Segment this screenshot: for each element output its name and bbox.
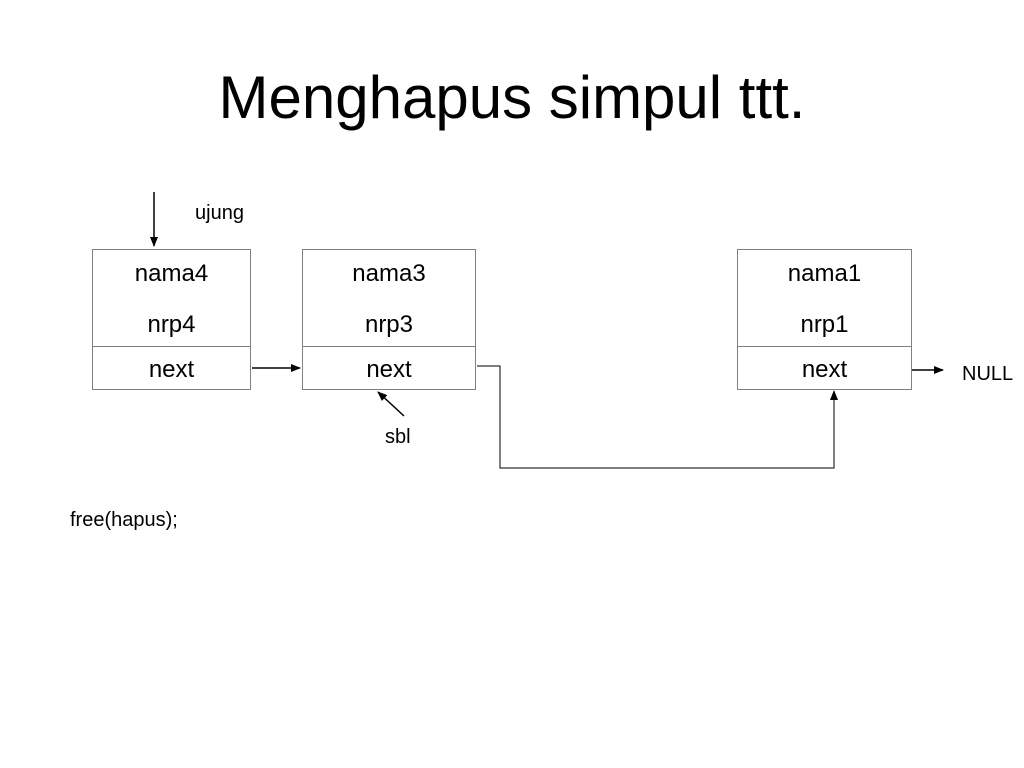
node-name-field: nama4 (134, 260, 209, 287)
node-nrp-field: nrp1 (800, 311, 849, 338)
ujung-label: ujung (195, 202, 244, 224)
sbl-label: sbl (385, 426, 411, 448)
node3-to-node1-bypass-arrow (477, 365, 838, 469)
node-next-field: next (366, 356, 412, 383)
slide-title: Menghapus simpul ttt. (218, 64, 806, 131)
node-next-field: next (148, 356, 195, 383)
node-divider (303, 346, 475, 347)
null-label: NULL (962, 363, 1014, 385)
list-node-nama4: nama4 nrp4 next (92, 249, 251, 390)
node-nrp-field: nrp3 (364, 311, 414, 338)
node-next-field: next (801, 356, 848, 383)
list-node-nama3: nama3 nrp3 next (302, 249, 476, 390)
node-nrp-field: nrp4 (147, 311, 196, 338)
node-name-field: nama1 (787, 260, 862, 287)
code-free-hapus: free(hapus); (70, 509, 178, 531)
node-name-field: nama3 (352, 260, 426, 287)
node-divider (738, 346, 911, 347)
sbl-pointer-arrow (377, 391, 405, 417)
node-divider (93, 346, 250, 347)
list-node-nama1: nama1 nrp1 next (737, 249, 912, 390)
